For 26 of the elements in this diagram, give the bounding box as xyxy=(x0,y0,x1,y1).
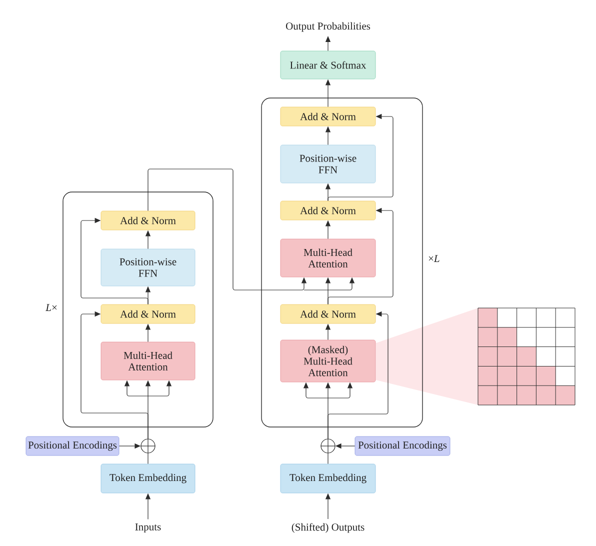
encoding-box: Positional Encodings xyxy=(354,436,450,456)
layer-box: Add & Norm xyxy=(100,210,196,230)
sum-circle xyxy=(140,438,156,454)
encoding-box: Positional Encodings xyxy=(26,436,120,456)
layer-box: Add & Norm xyxy=(280,200,376,220)
layer-box: Add & Norm xyxy=(100,304,196,324)
layer-box: Token Embedding xyxy=(100,464,196,494)
sum-circle xyxy=(320,438,336,454)
input-label: Inputs xyxy=(135,523,161,533)
layer-box: Position-wise FFN xyxy=(280,144,376,184)
arrow xyxy=(80,311,148,439)
repeat-label: L× xyxy=(46,304,57,311)
output-label: Output Probabilities xyxy=(286,22,370,32)
layer-box: Add & Norm xyxy=(280,304,376,324)
layer-box: Add & Norm xyxy=(280,106,376,126)
stack-frame xyxy=(62,192,214,428)
layer-box: (Masked) Multi-Head Attention xyxy=(280,340,376,382)
layer-box: Multi-Head Attention xyxy=(280,238,376,278)
repeat-label: ×L xyxy=(428,255,440,262)
layer-box: Position-wise FFN xyxy=(100,248,196,286)
stack-frame xyxy=(261,98,423,428)
layer-box: Linear & Softmax xyxy=(280,50,376,80)
input-label: (Shifted) Outputs xyxy=(292,523,364,533)
arrow xyxy=(80,218,148,305)
layer-box: Token Embedding xyxy=(280,464,376,494)
layer-box: Multi-Head Attention xyxy=(100,342,196,380)
